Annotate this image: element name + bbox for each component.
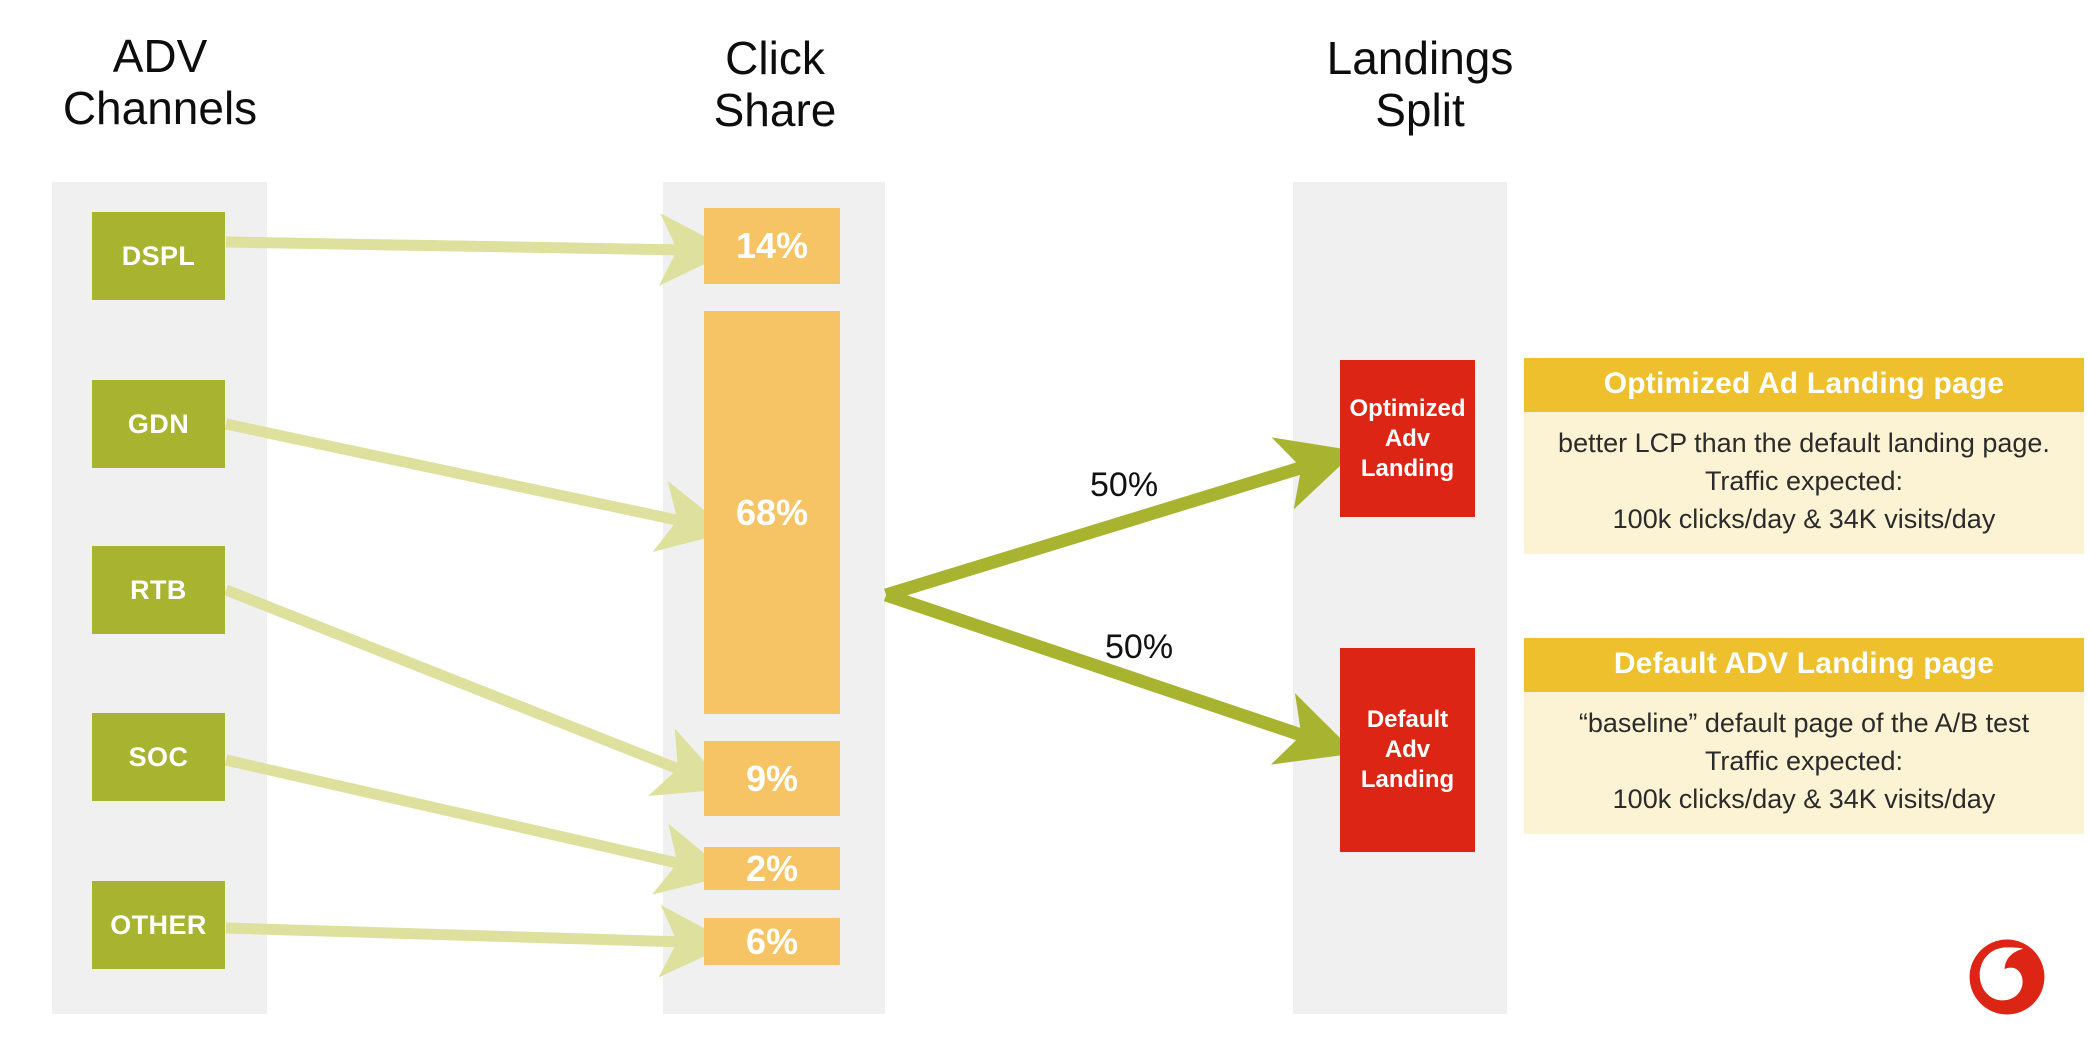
- info-card-default-line2: Traffic expected:: [1704, 746, 1904, 776]
- info-card-default-title: Default ADV Landing page: [1524, 638, 2084, 692]
- info-card-default-body: “baseline” default page of the A/B test …: [1524, 692, 2084, 834]
- channel-box-rtb[interactable]: RTB: [92, 546, 225, 634]
- info-card-default-line3: 100k clicks/day & 34K visits/day: [1612, 784, 1996, 814]
- arrow-soc-to-2: [224, 754, 732, 895]
- info-card-optimized: Optimized Ad Landing page better LCP tha…: [1524, 358, 2084, 554]
- panel-landings-split: [1293, 182, 1507, 1014]
- arrow-dspl-to-14: [225, 213, 733, 286]
- share-bar-14[interactable]: 14%: [704, 208, 840, 284]
- channel-box-gdn[interactable]: GDN: [92, 380, 225, 468]
- share-bar-9[interactable]: 9%: [704, 741, 840, 816]
- landing-box-default[interactable]: Default Adv Landing: [1340, 648, 1475, 852]
- share-bar-6[interactable]: 6%: [704, 918, 840, 965]
- arrow-rtb-to-9: [223, 584, 729, 797]
- info-card-optimized-line3: 100k clicks/day & 34K visits/day: [1612, 504, 1996, 534]
- share-bar-68[interactable]: 68%: [704, 311, 840, 714]
- share-bar-2[interactable]: 2%: [704, 847, 840, 890]
- channel-box-dspl[interactable]: DSPL: [92, 212, 225, 300]
- split-label-optimized: 50%: [1090, 466, 1159, 504]
- split-label-default: 50%: [1105, 628, 1174, 666]
- info-card-optimized-line1: better LCP than the default landing page…: [1558, 428, 2050, 458]
- arrow-other-to-6: [225, 904, 733, 978]
- column-title-click-share: Click Share: [713, 32, 837, 136]
- channel-box-other[interactable]: OTHER: [92, 881, 225, 969]
- column-title-adv-channels: ADV Channels: [62, 30, 258, 134]
- info-card-optimized-body: better LCP than the default landing page…: [1524, 412, 2084, 554]
- column-title-landings-split: Landings Split: [1326, 32, 1514, 136]
- info-card-default: Default ADV Landing page “baseline” defa…: [1524, 638, 2084, 834]
- channel-box-soc[interactable]: SOC: [92, 713, 225, 801]
- arrow-split-to-default: [883, 588, 1356, 765]
- info-card-default-line1: “baseline” default page of the A/B test: [1578, 708, 2030, 738]
- info-card-optimized-line2: Traffic expected:: [1704, 466, 1904, 496]
- info-card-optimized-title: Optimized Ad Landing page: [1524, 358, 2084, 412]
- vodafone-logo-icon: [1969, 939, 2045, 1015]
- landing-box-optimized[interactable]: Optimized Adv Landing: [1340, 360, 1475, 517]
- arrow-gdn-to-68: [224, 418, 732, 553]
